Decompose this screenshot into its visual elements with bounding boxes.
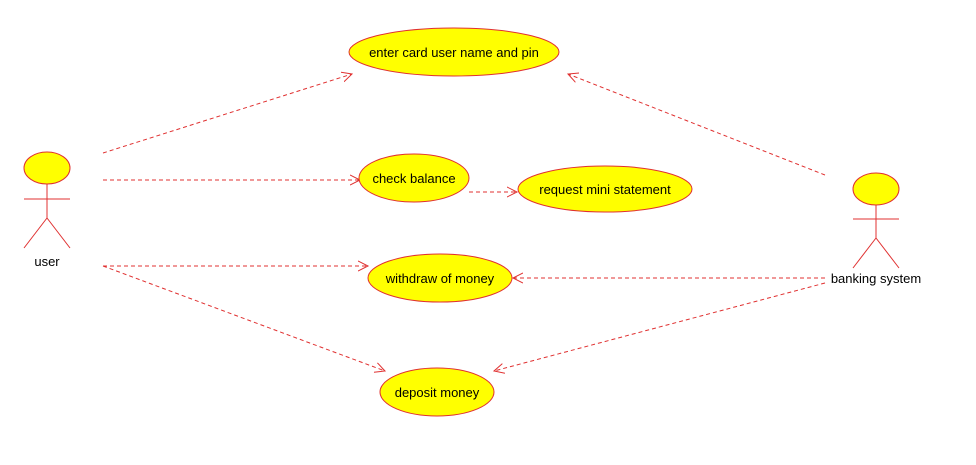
usecase-check-balance[interactable]: check balance <box>358 153 470 203</box>
usecase-shape <box>379 367 495 417</box>
relation-user-to-enter <box>102 74 352 154</box>
usecase-shape <box>348 27 560 77</box>
actor-left-leg <box>852 237 877 269</box>
relation-banking-to-deposit <box>494 282 826 371</box>
actor-right-leg <box>875 237 900 269</box>
actor-label: banking system <box>831 271 921 286</box>
usecase-deposit-money[interactable]: deposit money <box>379 367 495 417</box>
relation-user-to-deposit <box>102 265 385 371</box>
actor-label: user <box>34 254 60 269</box>
actor-user[interactable]: user <box>23 151 71 269</box>
actor-head <box>852 172 900 206</box>
usecase-enter-card[interactable]: enter card user name and pin <box>348 27 560 77</box>
usecase-shape <box>358 153 470 203</box>
usecase-label: withdraw of money <box>385 271 495 286</box>
relation-banking-to-enter <box>568 74 826 176</box>
usecase-shape <box>517 165 693 213</box>
actor-left-leg <box>23 217 48 249</box>
actor-right-leg <box>46 217 71 249</box>
actor-banking-system[interactable]: banking system <box>831 172 921 286</box>
usecase-label: enter card user name and pin <box>369 45 539 60</box>
usecase-withdraw-money[interactable]: withdraw of money <box>367 253 513 303</box>
usecase-label: check balance <box>372 171 455 186</box>
usecase-request-mini-statement[interactable]: request mini statement <box>517 165 693 213</box>
relations <box>102 74 826 371</box>
usecase-label: deposit money <box>395 385 480 400</box>
usecase-shape <box>367 253 513 303</box>
actor-head <box>23 151 71 185</box>
usecase-label: request mini statement <box>539 182 671 197</box>
